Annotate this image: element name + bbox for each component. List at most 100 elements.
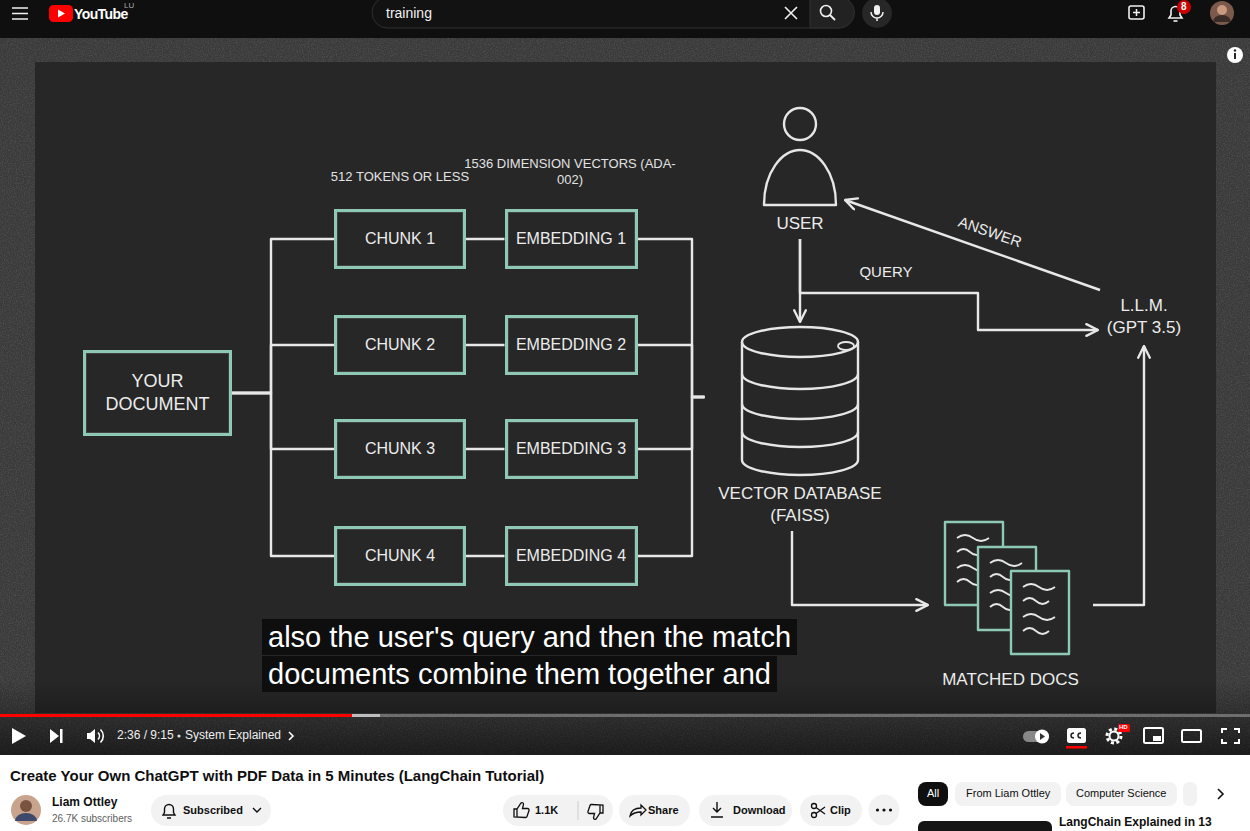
player-controls	[1067, 728, 1086, 743]
download-button: Download	[733, 804, 786, 817]
embedding-box: EMBEDDING 2	[505, 315, 638, 375]
embedding-size-note: 1536 DIMENSION VECTORS (ADA-002)	[464, 156, 675, 187]
edge-label: QUERY	[856, 263, 915, 281]
cylinder-top	[742, 327, 858, 357]
player-controls	[177, 734, 180, 737]
matched-docs-outline	[928, 515, 1093, 695]
cylinder-band	[742, 432, 858, 447]
cylinder-band	[742, 404, 858, 419]
connector-line	[638, 397, 705, 556]
player-controls	[87, 729, 95, 743]
player-controls	[12, 724, 1239, 749]
player-controls	[1118, 724, 1130, 732]
document-scribble	[957, 535, 989, 541]
header-icons	[1129, 6, 1144, 19]
below-video-panel	[876, 808, 879, 811]
connector-line	[232, 345, 334, 393]
related-video-title: LangChain Explained in 13	[1059, 816, 1212, 830]
video-frame	[35, 62, 1216, 713]
filter-chip: From Liam Ottley	[966, 787, 1050, 799]
player-controls	[50, 729, 59, 743]
below-video-panel	[0, 755, 1250, 831]
connector-line	[232, 239, 334, 393]
connector-line	[466, 344, 505, 346]
search-box	[874, 5, 880, 15]
below-video-panel	[699, 795, 792, 826]
below-video-panel	[711, 802, 723, 817]
embedding-box: EMBEDDING 3	[505, 419, 638, 479]
country-code: LU	[124, 1, 134, 10]
document-scribble	[1023, 628, 1049, 634]
below-video-panel	[889, 808, 892, 811]
player-controls	[1144, 728, 1163, 743]
search-box	[785, 7, 797, 19]
chunk-size-note: 512 TOKENS OR LESS	[300, 170, 500, 185]
player-controls	[1040, 733, 1045, 740]
progress-bar	[0, 714, 380, 717]
search-box	[871, 12, 883, 21]
user-head	[784, 108, 816, 140]
subscriber-count: 26.7K subscribers	[52, 813, 132, 824]
below-video-panel	[918, 782, 948, 806]
user-body	[764, 150, 836, 205]
player-controls	[289, 732, 293, 740]
cylinder-band	[742, 374, 858, 389]
subscriber-count: 26.7K subscribers	[52, 813, 132, 825]
like-count: 1.1K	[535, 804, 558, 817]
player-controls	[1110, 732, 1119, 741]
search-box	[372, 0, 854, 28]
player-controls	[1035, 730, 1049, 744]
chunk-box: CHUNK 4	[334, 526, 466, 586]
filter-chip: All	[927, 787, 939, 799]
below-video-panel	[514, 803, 529, 818]
connector-line	[845, 200, 1100, 290]
filter-chip: From Liam Ottley	[966, 787, 1050, 800]
node-text: USER	[776, 213, 823, 235]
node-text: CHUNK 2	[365, 335, 435, 356]
channel-name: Liam Ottley	[52, 796, 117, 810]
progress-bar	[0, 714, 352, 717]
search-box	[810, 0, 855, 28]
search-query: training	[386, 5, 432, 21]
document-scribble	[1023, 598, 1049, 604]
node-text: EMBEDDING 2	[516, 335, 626, 356]
connector-line	[638, 239, 705, 397]
embedding-box: EMBEDDING 1	[505, 209, 638, 269]
player-controls	[1182, 730, 1201, 742]
chunk-box: CHUNK 3	[334, 419, 466, 479]
document-scribble	[1023, 584, 1055, 590]
header-icons	[1210, 1, 1234, 25]
clip-button: Clip	[830, 804, 851, 817]
subscribe-button: Subscribed	[183, 804, 243, 817]
connector-line	[466, 555, 505, 557]
document-page	[1011, 571, 1069, 654]
below-video-panel	[20, 800, 32, 812]
node-text: EMBEDDING 1	[516, 229, 626, 250]
related-video-title: LangChain Explained in 13	[1059, 815, 1212, 829]
player-controls	[98, 730, 103, 743]
video-title: Create Your Own ChatGPT with PDF Data in…	[10, 767, 544, 784]
header-icons	[1174, 20, 1178, 22]
chunk-box: CHUNK 1	[334, 209, 466, 269]
below-video-panel	[1183, 782, 1197, 806]
like-count: 1.1K	[535, 804, 558, 816]
node-text: MATCHED DOCS	[942, 669, 1079, 691]
chapter-title: System Explained	[185, 728, 281, 742]
progress-bar	[0, 714, 1250, 717]
connector-line	[638, 345, 705, 397]
below-video-panel	[619, 795, 690, 826]
chapter-title: System Explained	[185, 729, 281, 743]
notification-count: 8	[1177, 0, 1191, 14]
node-text: EMBEDDING 3	[516, 439, 626, 460]
below-video-panel	[0, 755, 1250, 831]
video-frame	[1234, 53, 1236, 59]
chunk-box: CHUNK 2	[334, 315, 466, 375]
video-frame	[1227, 47, 1243, 63]
share-button: Share	[648, 804, 679, 817]
header-icons	[1217, 5, 1227, 15]
hd-badge: HD	[1119, 724, 1128, 731]
cylinder-mark	[838, 342, 854, 350]
subtitle-caption: also the user's query and then the match…	[262, 619, 797, 692]
player-controls	[1222, 729, 1239, 743]
